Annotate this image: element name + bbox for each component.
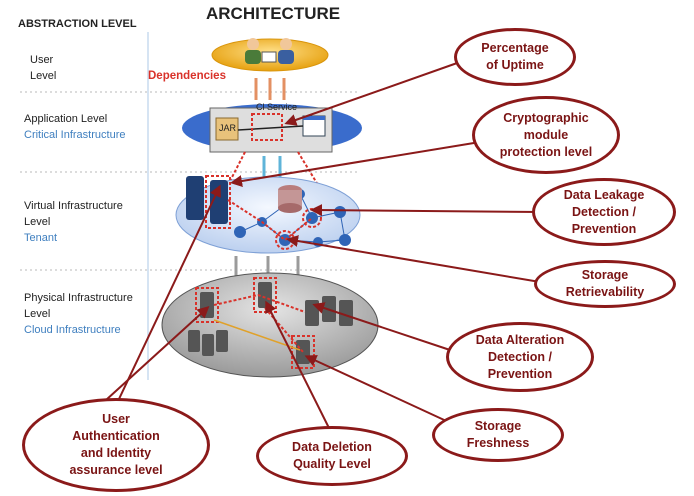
level-sublabel: Critical Infrastructure bbox=[24, 129, 126, 141]
metric-user-authentication-assurance: User Authentication and Identity assuran… bbox=[22, 398, 210, 492]
metric-data-alteration-detection: Data Alteration Detection / Prevention bbox=[446, 322, 594, 392]
user-level-label: User Level bbox=[30, 52, 56, 84]
metric-data-deletion-quality: Data Deletion Quality Level bbox=[256, 426, 408, 486]
metric-percentage-of-uptime: Percentage of Uptime bbox=[454, 28, 576, 86]
virtual-level-label: Virtual Infrastructure Level Tenant bbox=[24, 198, 123, 246]
metric-storage-retrievability: Storage Retrievability bbox=[534, 260, 676, 308]
level-sublabel: Cloud Infrastructure bbox=[24, 324, 121, 336]
physical-level-label: Physical Infrastructure Level Cloud Infr… bbox=[24, 290, 133, 338]
level-sublabel: Tenant bbox=[24, 232, 58, 244]
level-label-line: Level bbox=[30, 70, 57, 82]
users-icon bbox=[245, 38, 294, 64]
critical-component bbox=[251, 113, 283, 141]
metric-storage-freshness: Storage Freshness bbox=[432, 408, 564, 462]
level-label-line: Level bbox=[24, 308, 51, 320]
cl-service-label: Cl Service bbox=[256, 102, 298, 112]
metric-cryptographic-protection-level: Cryptographic module protection level bbox=[472, 96, 620, 174]
level-label-line: User bbox=[30, 54, 54, 66]
level-label-line: Level bbox=[24, 216, 51, 228]
jar-label: JAR bbox=[219, 123, 237, 133]
level-label-line: Physical Infrastructure bbox=[24, 292, 133, 304]
metric-data-leakage-detection: Data Leakage Detection / Prevention bbox=[532, 178, 676, 246]
metric-connectors bbox=[94, 61, 541, 431]
level-label-line: Application Level bbox=[24, 113, 108, 125]
level-label-line: Virtual Infrastructure bbox=[24, 200, 123, 212]
abstraction-level-header: ABSTRACTION LEVEL bbox=[18, 18, 137, 30]
dependencies-label: Dependencies bbox=[148, 70, 226, 82]
application-level-label: Application Level Critical Infrastructur… bbox=[24, 111, 125, 143]
architecture-title: ARCHITECTURE bbox=[206, 4, 341, 23]
jar-icon bbox=[215, 117, 239, 141]
dependency-arrows-top bbox=[254, 78, 286, 100]
